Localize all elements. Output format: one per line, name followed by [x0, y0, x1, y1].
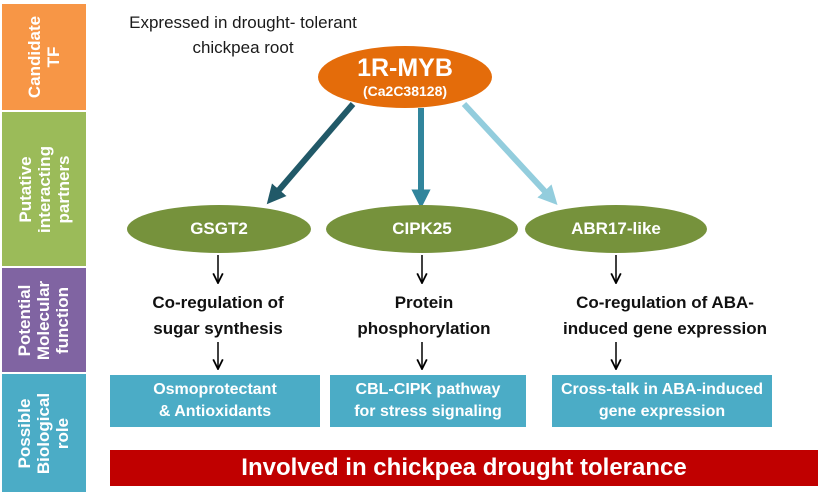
candidate-tf-id: (Ca2C38128)	[362, 83, 448, 99]
role-box-2: CBL-CIPK pathway for stress signaling	[330, 375, 526, 427]
row-label-candidate-tf: Candidate TF	[2, 4, 86, 110]
role-box-1: Osmoprotectant & Antioxidants	[110, 375, 320, 427]
function-text-1: Co-regulation of sugar synthesis	[152, 293, 284, 338]
row-label-molecular-function: Potential Molecular function	[2, 268, 86, 372]
conclusion-banner: Involved in chickpea drought tolerance	[110, 450, 818, 486]
function-text-2: Protein phosphorylation	[357, 293, 491, 338]
function-text-3: Co-regulation of ABA- induced gene expre…	[562, 293, 768, 338]
candidate-tf-node: 1R-MYB (Ca2C38128)	[318, 46, 492, 108]
arrow-to-gsgt2	[266, 102, 356, 205]
candidate-tf-name: 1R-MYB	[357, 54, 453, 82]
row-label-interacting-partners: Putative interacting partners	[2, 112, 86, 266]
partner-node-cipk25: CIPK25	[326, 205, 518, 253]
partner-node-gsgt2: GSGT2	[127, 205, 311, 253]
role-box-3: Cross-talk in ABA-induced gene expressio…	[552, 375, 772, 427]
arrow-to-abr17	[461, 101, 558, 206]
partner-node-abr17-like: ABR17-like	[525, 205, 707, 253]
expression-note: Expressed in drought- tolerant chickpea …	[129, 13, 357, 57]
row-label-biological-role: Possible Biological role	[2, 374, 86, 492]
